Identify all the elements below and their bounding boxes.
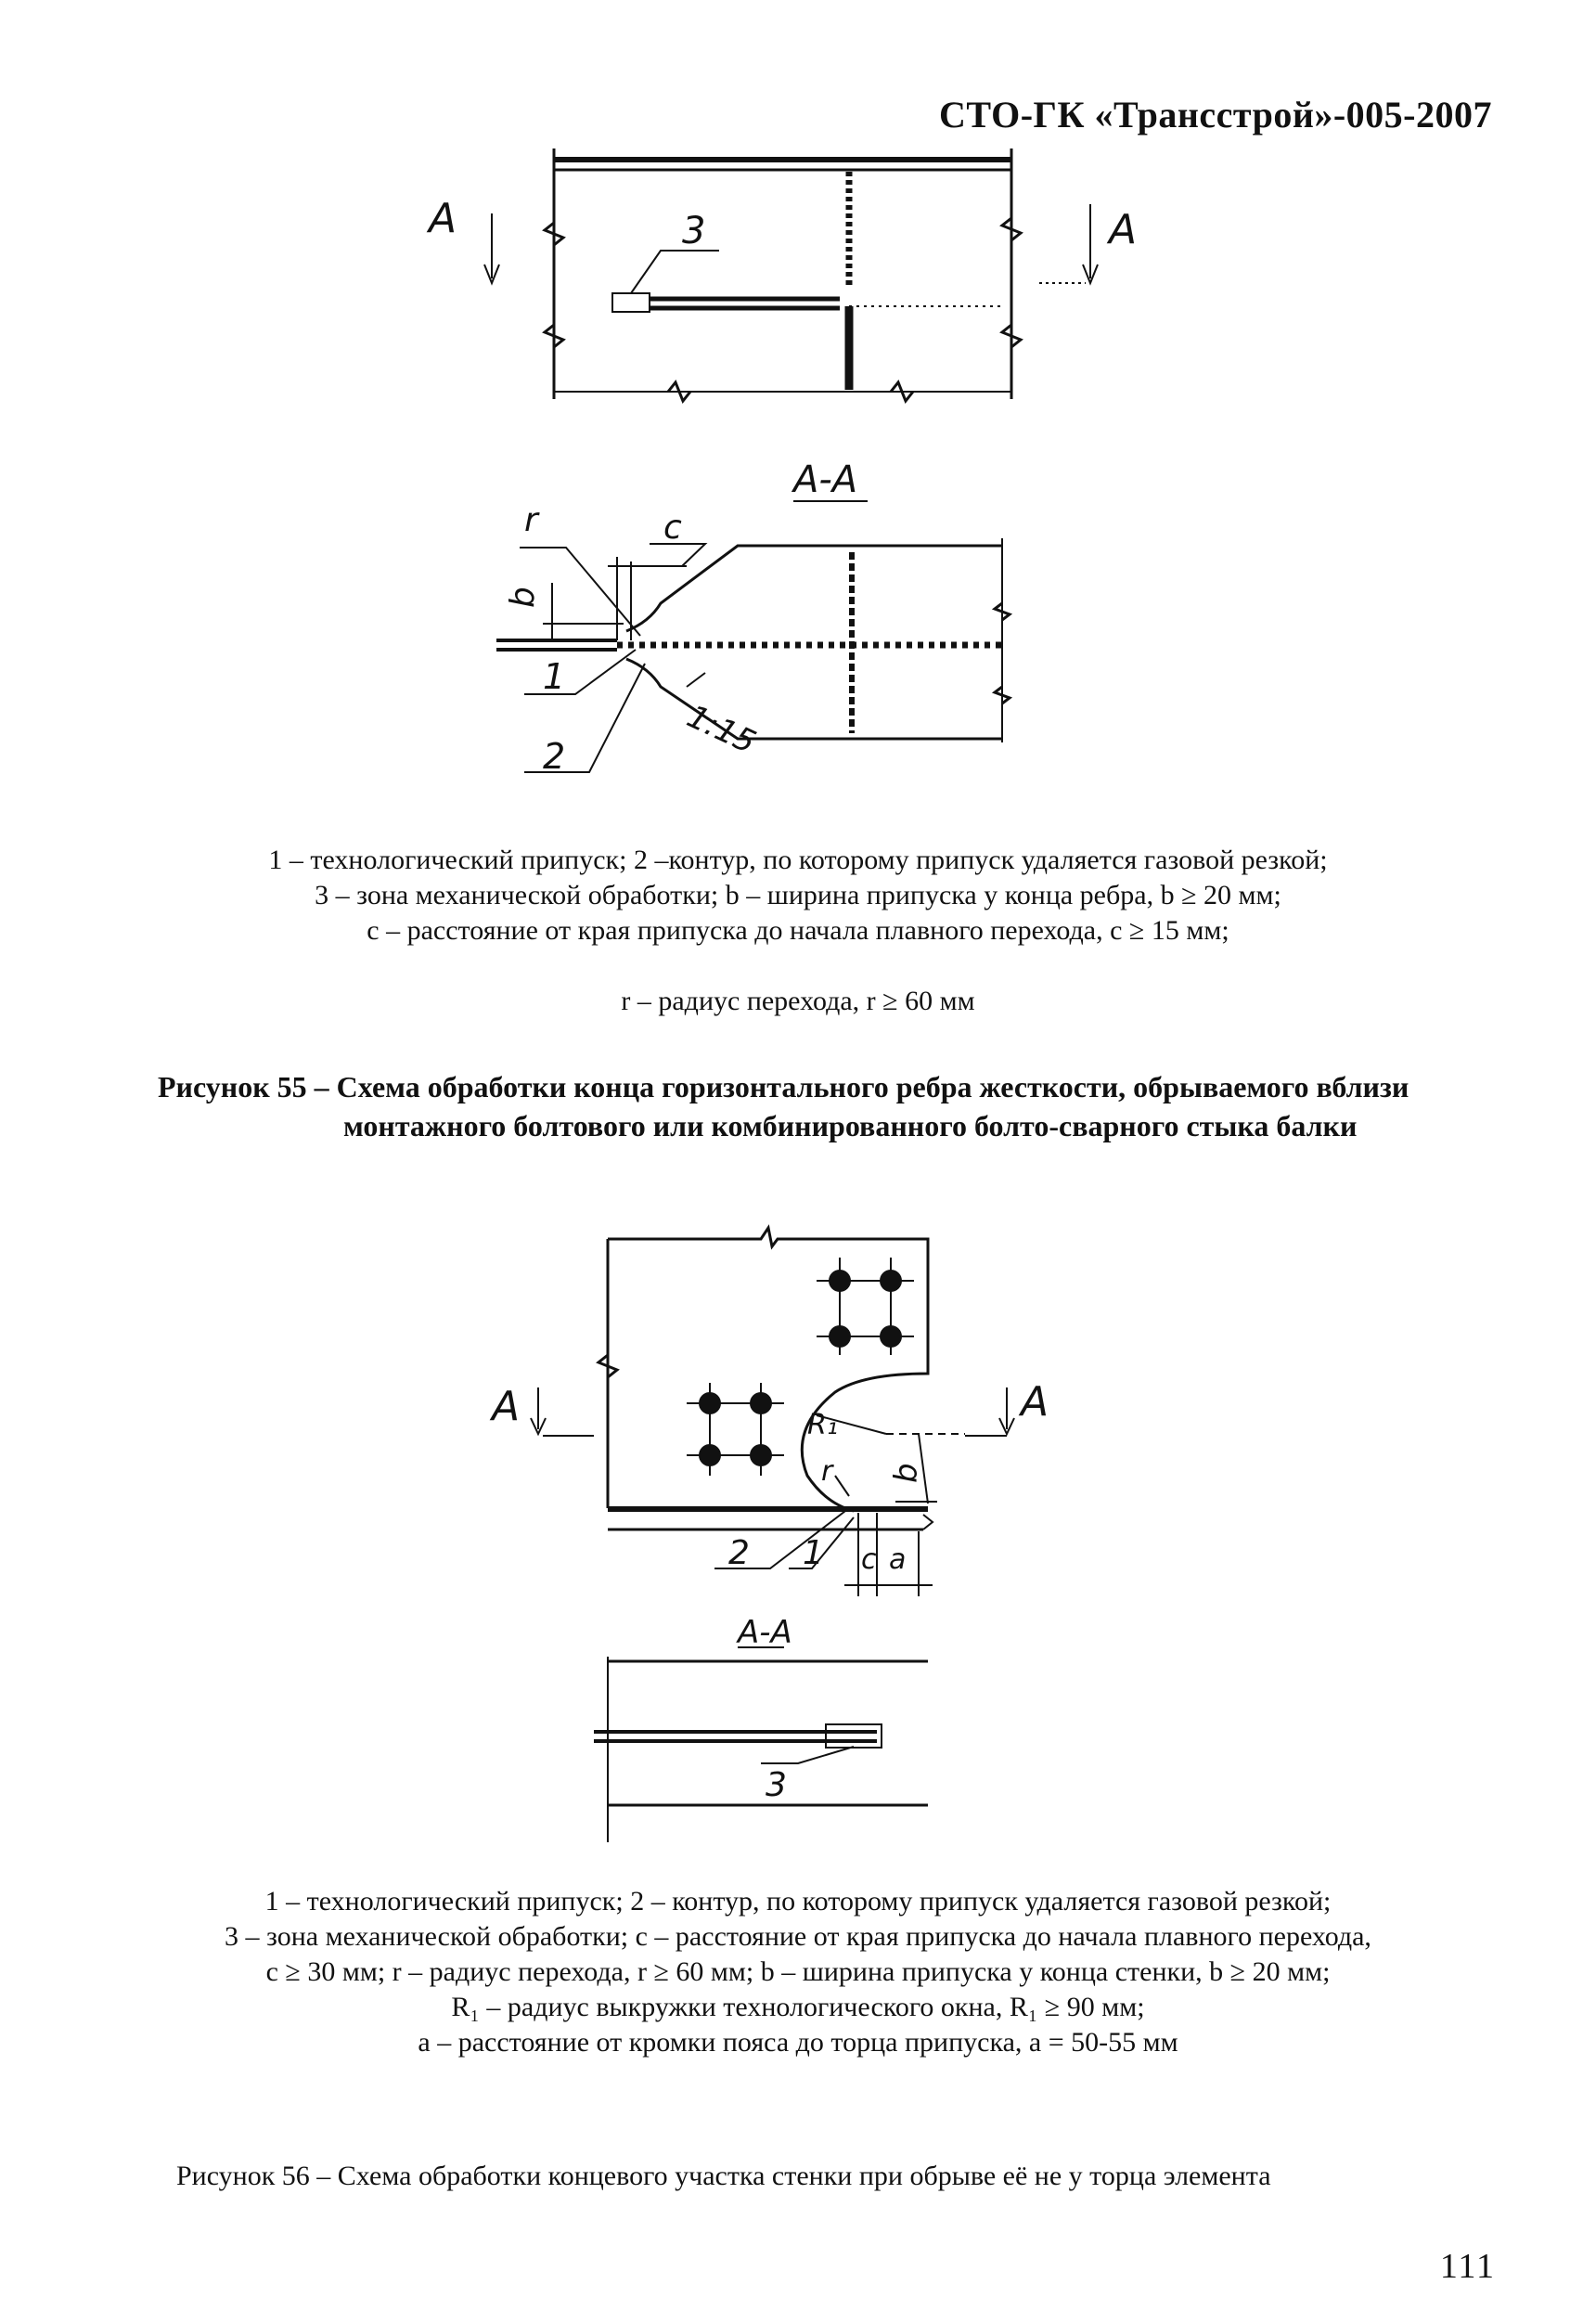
fig56-section-title: A-A: [736, 1614, 792, 1651]
fig55-callout-2: 2: [543, 736, 565, 777]
fig55-callout-3: 3: [682, 210, 705, 252]
fig56-legend-line: R₁ – радиус выкружки технологического ок…: [451, 1992, 1145, 2022]
fig56-label-a: a: [889, 1543, 906, 1576]
fig56-legend: 1 – технологический припуск; 2 – контур,…: [111, 1884, 1485, 2060]
figure-55-drawing: A A 3 A-A r c b 1 2 1:15: [426, 148, 1137, 777]
fig56-section-mark-right: A: [1018, 1378, 1049, 1426]
fig56-label-R1: R₁: [807, 1409, 838, 1441]
fig55-callout-1: 1: [543, 656, 565, 697]
fig55-label-r: r: [524, 501, 540, 539]
fig56-legend-line: а – расстояние от кромки пояса до торца …: [418, 2027, 1178, 2058]
fig55-legend-line: 3 – зона механической обработки; b – шир…: [315, 880, 1281, 910]
fig56-legend-line: с ≥ 30 мм; r – радиус перехода, r ≥ 60 м…: [265, 1956, 1331, 1987]
fig55-legend-line: 1 – технологический припуск; 2 –контур, …: [268, 845, 1328, 875]
fig55-label-b: b: [504, 587, 542, 608]
fig55-label-c: c: [663, 509, 682, 547]
fig56-legend-line: 1 – технологический припуск; 2 – контур,…: [264, 1886, 1332, 1916]
document-code-header: СТО-ГК «Трансстрой»-005-2007: [939, 94, 1492, 136]
figure-56-drawing: A A R₁ r b 1 2 c a A-A 3: [489, 1224, 1049, 1842]
fig56-callout-3: 3: [766, 1766, 787, 1804]
fig55-caption: Рисунок 55 – Схема обработки конца гориз…: [158, 1067, 1494, 1145]
fig56-callout-2: 2: [728, 1534, 750, 1572]
page-number: 111: [1439, 2247, 1496, 2286]
fig56-label-r: r: [821, 1455, 834, 1488]
fig56-label-b: b: [888, 1463, 925, 1483]
fig55-legend: 1 – технологический припуск; 2 –контур, …: [111, 843, 1485, 1019]
fig55-caption-line2: монтажного болтового или комбинированног…: [343, 1109, 1358, 1142]
fig55-slope-label: 1:15: [681, 698, 761, 762]
fig56-legend-line: 3 – зона механической обработки; с – рас…: [225, 1921, 1371, 1952]
fig56-callout-1: 1: [803, 1534, 824, 1572]
fig55-section-mark-left: A: [426, 195, 457, 242]
fig56-label-c: c: [861, 1543, 877, 1576]
fig56-section-mark-left: A: [489, 1383, 520, 1430]
fig55-section-mark-right: A: [1106, 206, 1137, 253]
fig56-caption: Рисунок 56 – Схема обработки концевого у…: [176, 2161, 1271, 2191]
fig55-legend-line: с – расстояние от края припуска до начал…: [367, 915, 1229, 946]
fig55-legend-r: r – радиус перехода, r ≥ 60 мм: [621, 986, 975, 1016]
fig55-section-title: A-A: [791, 458, 857, 501]
fig55-caption-line1: Рисунок 55 – Схема обработки конца гориз…: [158, 1070, 1409, 1103]
